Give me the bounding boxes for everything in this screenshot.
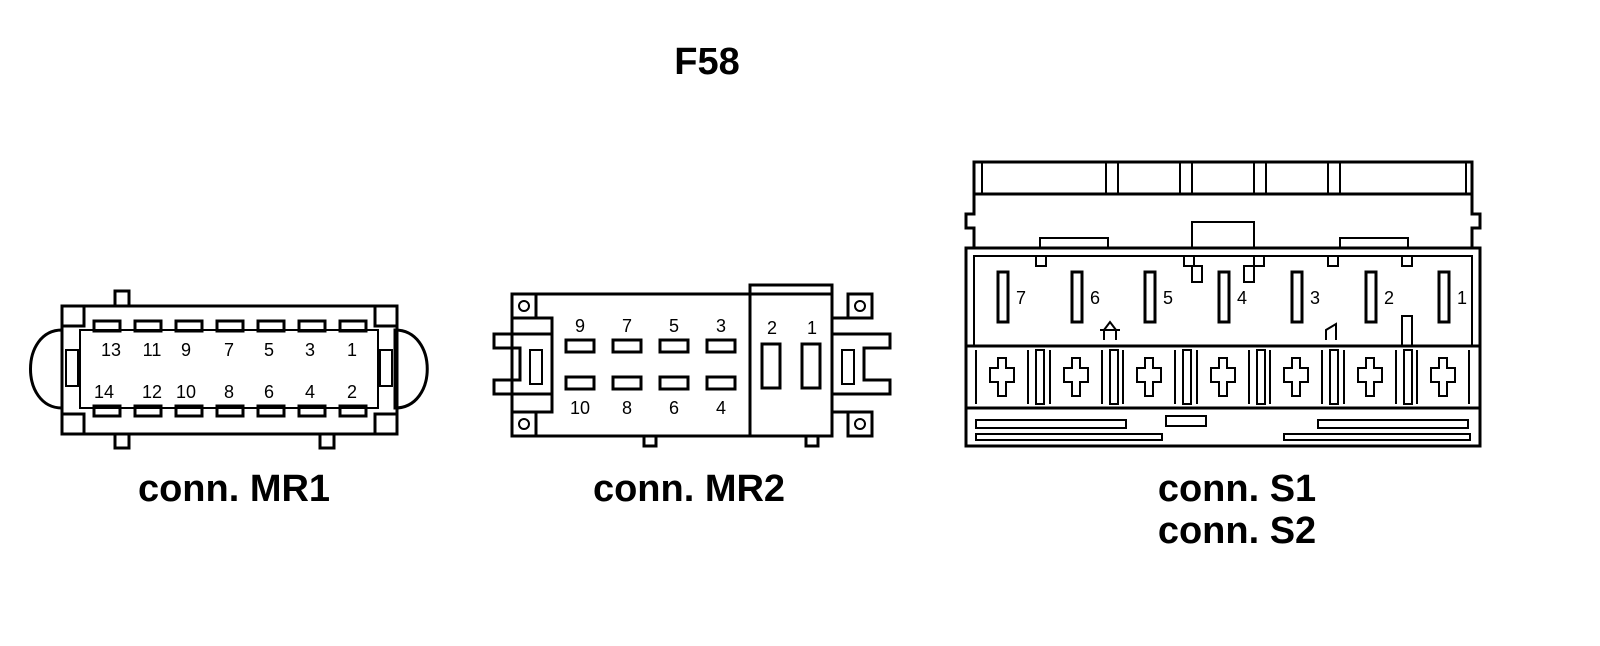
pin-slot (297, 404, 327, 418)
diagram-title: F58 (674, 41, 739, 83)
pin-label: 1 (347, 340, 357, 360)
pin-label: 6 (1090, 288, 1100, 308)
pin-label: 10 (176, 382, 196, 402)
pin-slot (705, 338, 737, 354)
latch-cell (1122, 350, 1176, 404)
pin-label: 5 (1163, 288, 1173, 308)
latch-separator (1182, 349, 1192, 405)
connector-mr1: 13 11 9 7 5 3 1 14 12 10 8 6 4 2 conn. M… (29, 289, 429, 510)
pin-slot (174, 404, 204, 418)
latch-separator (1256, 349, 1266, 405)
pin-slot (92, 404, 122, 418)
pin-label: 4 (1237, 288, 1247, 308)
pin-slot (564, 375, 596, 391)
pin-label: 4 (305, 382, 315, 402)
connector-mr2: 9 7 5 3 10 8 6 4 2 1 conn. MR2 (492, 283, 892, 510)
pin-label: 7 (1016, 288, 1026, 308)
pin-slot (611, 338, 643, 354)
latch-separator (1035, 349, 1045, 405)
pin-slot (338, 404, 368, 418)
pin-label: 9 (575, 316, 585, 336)
pin-label: 5 (669, 316, 679, 336)
pin-slot (133, 404, 163, 418)
latch-cell (1269, 350, 1323, 404)
connector-label-s1: conn. S1 (1158, 468, 1316, 510)
latch-cell (975, 350, 1029, 404)
pin-slot (658, 375, 690, 391)
pin-slot (564, 338, 596, 354)
pin-label: 3 (716, 316, 726, 336)
pin-slot (1070, 270, 1084, 324)
pin-label: 6 (264, 382, 274, 402)
pin-slot (133, 319, 163, 333)
latch-cell (1416, 350, 1470, 404)
pin-slot (658, 338, 690, 354)
pin-slot (1437, 270, 1451, 324)
latch-separator (1329, 349, 1339, 405)
connector-s: 7 6 5 4 3 2 1 conn. S1 conn. S2 (964, 160, 1482, 552)
pin-label: 2 (1384, 288, 1394, 308)
pin-label: 8 (622, 398, 632, 418)
pin-label: 6 (669, 398, 679, 418)
pin-label: 7 (622, 316, 632, 336)
pin-label: 10 (570, 398, 590, 418)
pin-slot (256, 319, 286, 333)
connector-label-mr2: conn. MR2 (593, 468, 785, 510)
latch-separator (1109, 349, 1119, 405)
pin-label: 1 (1457, 288, 1467, 308)
pin-slot (297, 319, 327, 333)
connector-label-s2: conn. S2 (1158, 510, 1316, 552)
pin-slot (338, 319, 368, 333)
pin-label: 5 (264, 340, 274, 360)
latch-cell (1196, 350, 1250, 404)
pin-label: 1 (807, 318, 817, 338)
pin-label: 3 (305, 340, 315, 360)
pin-slot (1290, 270, 1304, 324)
pin-label: 2 (767, 318, 777, 338)
pin-label: 13 (101, 340, 121, 360)
pin-slot (996, 270, 1010, 324)
pin-label: 4 (716, 398, 726, 418)
connector-label-mr1: conn. MR1 (138, 468, 330, 510)
pin-label: 9 (181, 340, 191, 360)
pin-label: 12 (142, 382, 162, 402)
pin-slot (611, 375, 643, 391)
pin-slot (174, 319, 204, 333)
latch-cell (1343, 350, 1397, 404)
pin-label: 7 (224, 340, 234, 360)
pin-label: 14 (94, 382, 114, 402)
pin-label: 3 (1310, 288, 1320, 308)
pin-slot (1217, 270, 1231, 324)
pin-slot (215, 404, 245, 418)
pin-label: 8 (224, 382, 234, 402)
pin-slot (1364, 270, 1378, 324)
pin-slot (705, 375, 737, 391)
latch-cell (1049, 350, 1103, 404)
pin-slot (256, 404, 286, 418)
pin-label: 2 (347, 382, 357, 402)
pin-label: 11 (143, 340, 162, 360)
pin-slot (1143, 270, 1157, 324)
latch-separator (1403, 349, 1413, 405)
pin-slot (215, 319, 245, 333)
pin-slot (92, 319, 122, 333)
